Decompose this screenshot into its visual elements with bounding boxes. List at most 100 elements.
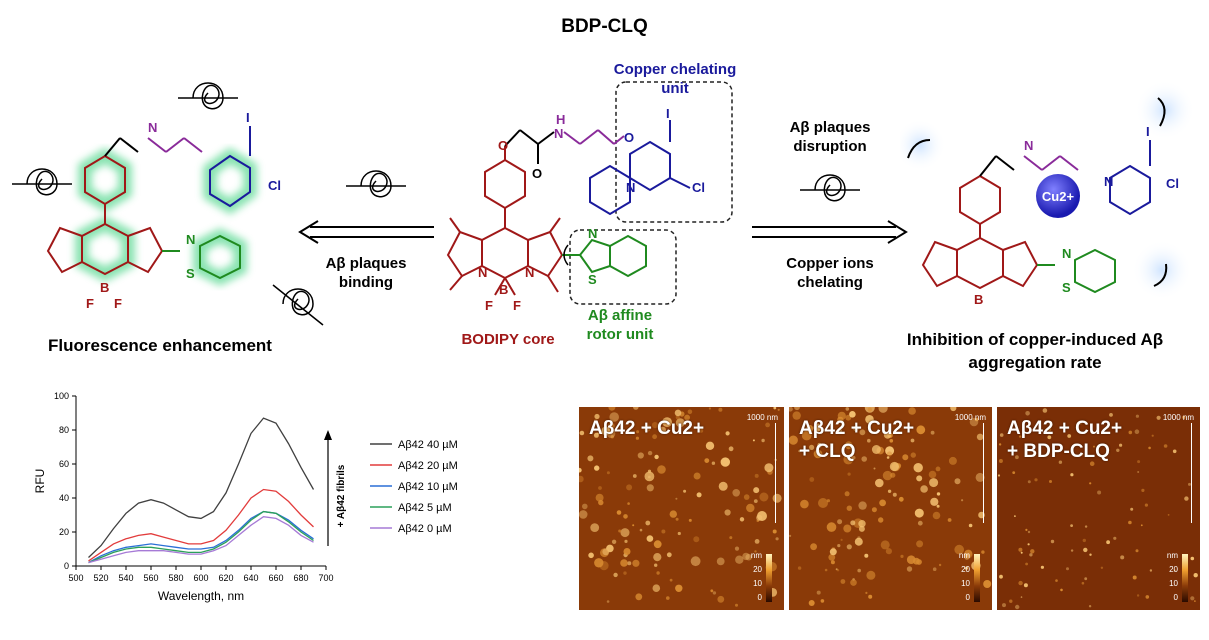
cb-unit: nm bbox=[750, 551, 762, 560]
scale-bar bbox=[775, 423, 776, 523]
scale-label: 1000 nm bbox=[1162, 413, 1194, 422]
atom-s: S bbox=[186, 266, 195, 281]
scale-label: 1000 nm bbox=[954, 413, 986, 422]
cb-tick: 20 bbox=[753, 565, 762, 574]
rotor-unit-box bbox=[569, 229, 677, 305]
x-tick-label: 600 bbox=[193, 573, 208, 583]
rotor-unit-label: Aβ affine rotor unit bbox=[586, 307, 654, 343]
plaques-disruption-label: Aβ plaques disruption bbox=[789, 119, 871, 155]
color-bar bbox=[974, 554, 980, 602]
legend-label: Aβ42 5 µM bbox=[398, 502, 452, 514]
atom-b: B bbox=[499, 282, 508, 297]
atom-n: N bbox=[554, 126, 563, 141]
rotation-icon bbox=[563, 244, 569, 266]
x-tick-label: 620 bbox=[218, 573, 233, 583]
legend-label: Aβ42 0 µM bbox=[398, 523, 452, 535]
atom-cl: Cl bbox=[692, 180, 705, 195]
color-bar bbox=[766, 554, 772, 602]
right-arrow bbox=[752, 220, 908, 244]
inhibition-label: Inhibition of copper-induced Aβ aggregat… bbox=[906, 330, 1164, 372]
x-axis-label: Wavelength, nm bbox=[158, 589, 244, 603]
cb-tick: 0 bbox=[757, 593, 762, 602]
atom-b: B bbox=[974, 292, 983, 307]
left-arrow bbox=[298, 220, 434, 244]
cb-tick: 0 bbox=[965, 593, 970, 602]
x-tick-label: 560 bbox=[143, 573, 158, 583]
afm-image-2: Aβ42 + Cu2++ CLQ 1000 nm nm 20 10 0 bbox=[789, 407, 992, 610]
legend-label: Aβ42 10 µM bbox=[398, 481, 458, 493]
afm-label-line2: + BDP-CLQ bbox=[1007, 441, 1110, 462]
atom-cl: Cl bbox=[1166, 176, 1179, 191]
cb-tick: 20 bbox=[1169, 565, 1178, 574]
series-line bbox=[88, 417, 315, 558]
atom-i: I bbox=[1146, 124, 1150, 139]
atom-n: N bbox=[148, 120, 157, 135]
legend-label: Aβ42 20 µM bbox=[398, 460, 458, 472]
x-tick-label: 680 bbox=[293, 573, 308, 583]
cb-tick: 10 bbox=[753, 579, 762, 588]
bodipy-core-label: BODIPY core bbox=[461, 331, 555, 348]
y-axis-label: RFU bbox=[33, 469, 47, 494]
cu-complex-molecule: B N I Cl N Cu2+ N S bbox=[900, 80, 1195, 307]
atom-s: S bbox=[1062, 280, 1071, 295]
y-tick-label: 20 bbox=[59, 527, 69, 537]
aggregate-icon bbox=[346, 170, 406, 198]
scale-label: 1000 nm bbox=[746, 413, 778, 422]
atom-b: B bbox=[100, 280, 109, 295]
trend-arrow-label: + Aβ42 fibrils bbox=[336, 464, 347, 527]
figure-title: BDP-CLQ bbox=[561, 16, 648, 37]
x-tick-label: 640 bbox=[243, 573, 258, 583]
scale-bar bbox=[983, 423, 984, 523]
atom-o: O bbox=[498, 138, 508, 153]
cb-unit: nm bbox=[958, 551, 970, 560]
aggregate-icon bbox=[272, 284, 324, 326]
x-tick-label: 540 bbox=[118, 573, 133, 583]
copper-ion bbox=[1036, 174, 1080, 218]
atom-n: N bbox=[525, 265, 534, 280]
atom-n: N bbox=[1024, 138, 1033, 153]
atom-s: S bbox=[588, 272, 597, 287]
series-line bbox=[88, 510, 314, 564]
cb-tick: 10 bbox=[1169, 579, 1178, 588]
x-tick-label: 500 bbox=[68, 573, 83, 583]
phenyl-ring bbox=[484, 158, 526, 210]
aggregate-icon bbox=[800, 174, 860, 202]
fluorescence-label: Fluorescence enhancement bbox=[48, 336, 272, 355]
y-tick-label: 40 bbox=[59, 493, 69, 503]
cb-tick: 0 bbox=[1173, 593, 1178, 602]
x-tick-label: 580 bbox=[168, 573, 183, 583]
y-tick-label: 100 bbox=[54, 391, 69, 401]
x-tick-label: 520 bbox=[93, 573, 108, 583]
afm-label-line2: + CLQ bbox=[799, 441, 856, 462]
series-line bbox=[88, 516, 314, 564]
atom-f: F bbox=[513, 298, 521, 313]
copper-ion-label: Cu2+ bbox=[1042, 189, 1075, 204]
atom-n: N bbox=[626, 180, 635, 195]
central-molecule: N N B F F O O N H O I Cl N N S bbox=[446, 81, 733, 313]
atom-n: N bbox=[478, 265, 487, 280]
scale-bar bbox=[1191, 423, 1192, 523]
y-tick-label: 0 bbox=[64, 561, 69, 571]
atom-n: N bbox=[1104, 174, 1113, 189]
copper-unit-box bbox=[615, 81, 733, 223]
legend-label: Aβ42 40 µM bbox=[398, 439, 458, 451]
color-bar bbox=[1182, 554, 1188, 602]
afm-label-line1: Aβ42 + Cu2+ bbox=[589, 418, 705, 439]
atom-i: I bbox=[246, 110, 250, 125]
atom-f: F bbox=[86, 296, 94, 311]
plaques-binding-label: Aβ plaques binding bbox=[325, 255, 407, 291]
atom-f: F bbox=[114, 296, 122, 311]
y-tick-label: 60 bbox=[59, 459, 69, 469]
bound-molecule: B F F N I Cl N S bbox=[46, 110, 281, 311]
cb-unit: nm bbox=[1166, 551, 1178, 560]
series-line bbox=[88, 488, 314, 562]
trend-arrowhead bbox=[324, 430, 332, 440]
atom-f: F bbox=[485, 298, 493, 313]
atom-cl: Cl bbox=[268, 178, 281, 193]
atom-o: O bbox=[624, 130, 634, 145]
cb-tick: 20 bbox=[961, 565, 970, 574]
atom-n: N bbox=[588, 226, 597, 241]
atom-o: O bbox=[532, 166, 542, 181]
series-line bbox=[88, 510, 314, 564]
